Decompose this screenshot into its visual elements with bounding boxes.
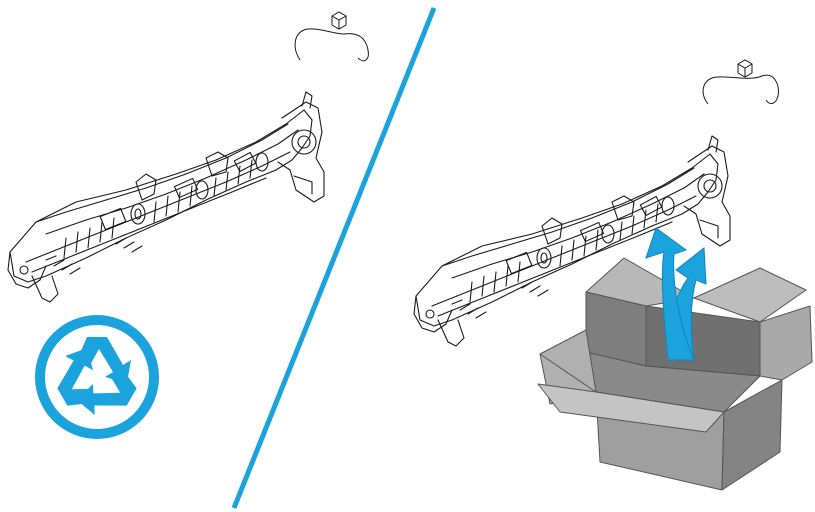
connector-cube-icon — [738, 60, 752, 77]
connector-cube-icon — [332, 12, 346, 29]
panel-divider — [234, 8, 434, 508]
fuser-assembly-left — [8, 92, 324, 302]
connector-cable-left — [295, 12, 368, 61]
recycle-icon — [35, 315, 159, 439]
connector-cable-right — [703, 60, 778, 104]
